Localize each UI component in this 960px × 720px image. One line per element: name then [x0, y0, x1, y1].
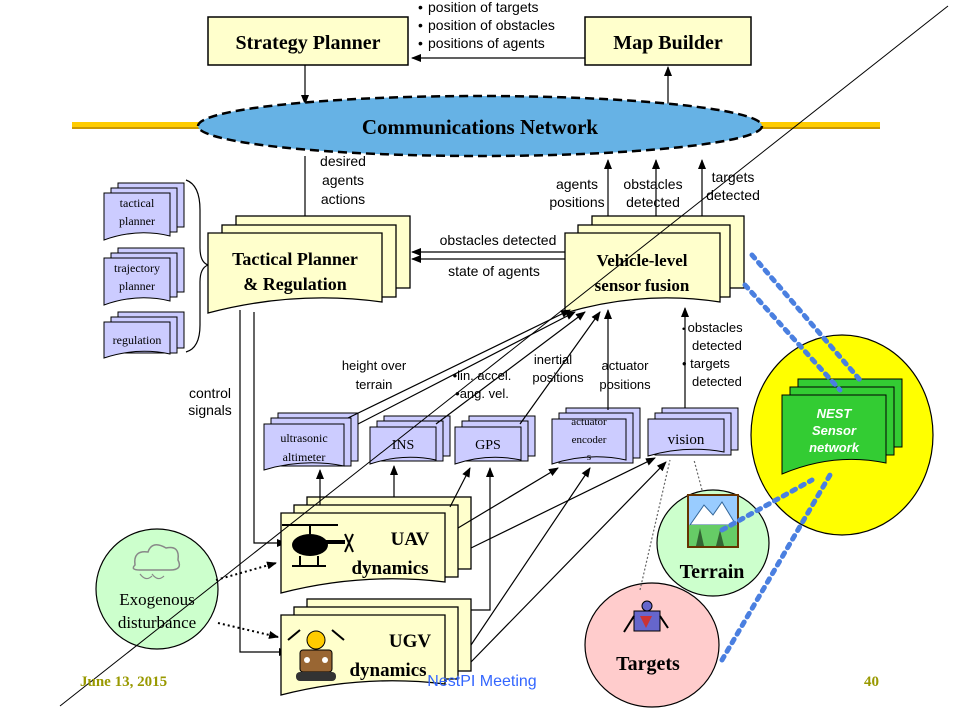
obstacles-detected-up-label: obstacles: [623, 176, 682, 192]
map-builder-label: Map Builder: [613, 32, 723, 54]
terrain-label: Terrain: [680, 561, 745, 583]
targets-label: Targets: [616, 653, 680, 675]
tactical-planner-block: Tactical Planner & Regulation: [207, 215, 411, 314]
map-info-item: position of obstacles: [428, 17, 555, 33]
svg-text:GPS: GPS: [475, 438, 501, 453]
svg-text:encoder: encoder: [572, 434, 607, 446]
state-of-agents-label: state of agents: [448, 263, 540, 279]
footer-meeting: NestPI Meeting: [427, 673, 536, 690]
ins-sensor: INS: [369, 415, 451, 465]
map-info-bullet: •: [418, 35, 423, 51]
strategy-planner-block: Strategy Planner: [207, 16, 409, 66]
map-builder-block: Map Builder: [584, 16, 752, 66]
map-info-item: positions of agents: [428, 35, 545, 51]
targets-node: Targets: [584, 582, 720, 708]
actuator-positions-label: positions: [599, 377, 651, 392]
accel-label: •lin. accel.: [453, 368, 512, 383]
control-signals-label: signals: [188, 402, 232, 418]
robot-icon: [287, 629, 345, 681]
svg-text:Sensor: Sensor: [812, 423, 857, 438]
communications-network-label: Communications Network: [362, 115, 599, 139]
map-info-bullet: •: [418, 0, 423, 15]
side-stack-regulation: regulation: [103, 311, 185, 359]
svg-text:regulation: regulation: [113, 333, 162, 347]
gps-sensor: GPS: [454, 415, 536, 465]
svg-text:desired: desired: [320, 153, 366, 169]
svg-text:actuator: actuator: [571, 416, 607, 428]
side-stack-tactical: tactical planner: [103, 182, 185, 241]
communications-network: Communications Network: [196, 94, 764, 158]
actuator-positions-label: actuator: [602, 358, 650, 373]
desired-actions-label: desired agents actions: [320, 153, 366, 207]
inertial-positions-label: positions: [532, 370, 584, 385]
side-stack-brace: [185, 179, 210, 353]
height-over-terrain-label: terrain: [356, 377, 393, 392]
control-signals-label: control: [189, 385, 231, 401]
svg-text:trajectory: trajectory: [114, 261, 160, 275]
diagonal-slash: [59, 5, 949, 707]
vision-output-label: detected: [692, 374, 742, 389]
agents-positions-label: positions: [549, 194, 604, 210]
targets-detected-up-label: detected: [706, 187, 760, 203]
svg-text:agents: agents: [322, 172, 364, 188]
svg-text:Tactical Planner: Tactical Planner: [232, 249, 358, 269]
actuator-encoder-sensor: actuator encoder s: [551, 407, 641, 465]
map-info-bullet: •: [418, 17, 423, 33]
obstacles-detected-label: obstacles detected: [440, 232, 557, 248]
target-robot-icon: [623, 600, 669, 633]
svg-text:actions: actions: [321, 191, 365, 207]
strategy-planner-label: Strategy Planner: [236, 32, 381, 54]
obstacles-detected-up-label: detected: [626, 194, 680, 210]
svg-text:INS: INS: [392, 438, 415, 453]
svg-text:altimeter: altimeter: [283, 450, 326, 464]
svg-text:UGV: UGV: [389, 631, 432, 652]
landscape-icon: [687, 494, 739, 548]
svg-text:NEST: NEST: [817, 406, 853, 421]
vision-output-label: • targets: [682, 356, 730, 371]
helicopter-icon: [282, 524, 354, 567]
vision-output-label: detected: [692, 338, 742, 353]
targets-detected-up-label: targets: [712, 169, 755, 185]
svg-text:& Regulation: & Regulation: [243, 274, 347, 294]
side-stack-trajectory: trajectory planner: [103, 247, 185, 306]
wind-cloud-icon: [132, 544, 181, 571]
svg-text:tactical: tactical: [120, 196, 155, 210]
svg-text:dynamics: dynamics: [349, 660, 426, 681]
map-info-item: position of targets: [428, 0, 539, 15]
footer-page-number: 40: [864, 674, 879, 690]
vision-output-label: • obstacles: [682, 320, 743, 335]
svg-text:sensor fusion: sensor fusion: [595, 276, 690, 295]
height-over-terrain-label: height over: [342, 358, 407, 373]
svg-text:planner: planner: [119, 279, 155, 293]
svg-text:planner: planner: [119, 214, 155, 228]
agents-positions-label: agents: [556, 176, 598, 192]
svg-text:ultrasonic: ultrasonic: [280, 431, 327, 445]
map-info-list: • position of targets • position of obst…: [418, 0, 555, 51]
svg-text:network: network: [809, 440, 860, 455]
svg-text:Vehicle-level: Vehicle-level: [597, 251, 688, 270]
svg-text:UAV: UAV: [391, 529, 430, 550]
svg-text:Exogenous: Exogenous: [119, 590, 195, 609]
svg-text:s: s: [587, 451, 591, 463]
terrain-node: Terrain: [656, 489, 770, 597]
svg-text:disturbance: disturbance: [118, 613, 196, 632]
exogenous-disturbance: Exogenous disturbance: [95, 528, 219, 650]
svg-text:dynamics: dynamics: [351, 558, 428, 579]
ultrasonic-sensor: ultrasonic altimeter: [263, 412, 359, 471]
vision-sensor: vision: [647, 407, 739, 457]
footer-date: June 13, 2015: [80, 674, 167, 690]
vehicle-fusion-block: Vehicle-level sensor fusion: [564, 215, 745, 314]
nest-sensor-network: NEST Sensor network: [750, 334, 934, 536]
svg-text:vision: vision: [668, 432, 705, 448]
